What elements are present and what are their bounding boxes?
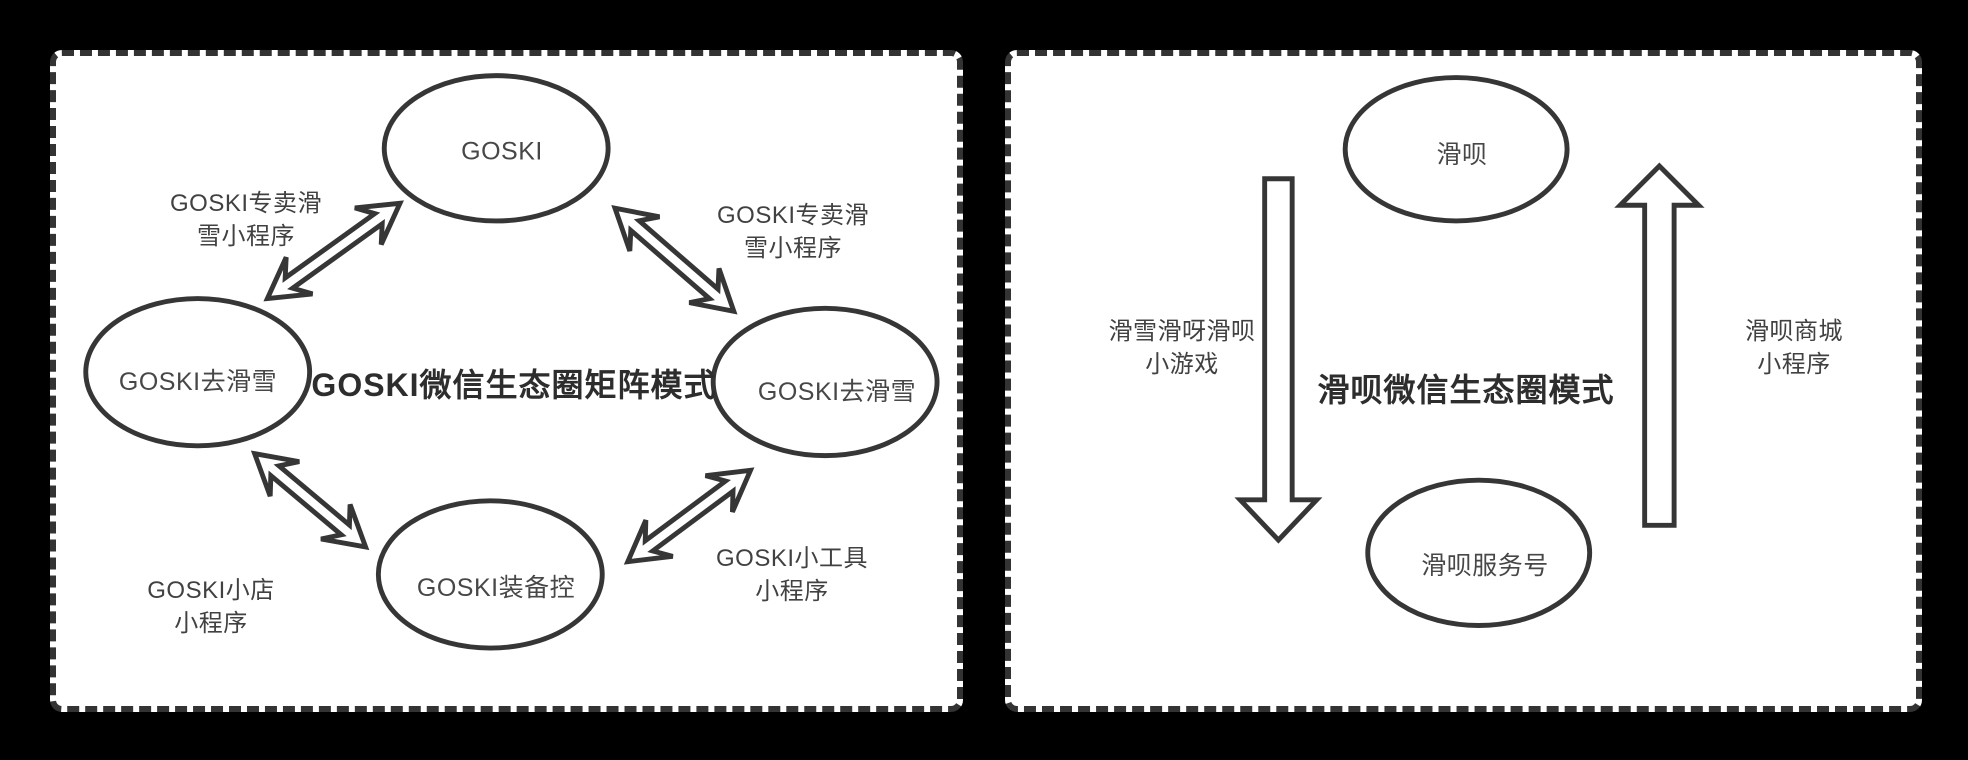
goski-diagram-shapes: [83, 73, 940, 651]
edge-label-line: 小游戏: [1145, 351, 1219, 378]
edge-label-line: 雪小程序: [197, 223, 295, 250]
node-ellipse-quxuehua-left: [83, 296, 313, 449]
diagram-panel-huabei: 滑呗 滑呗服务号 滑呗微信生态圈模式 滑雪滑呀滑呗 小游戏 滑呗商城 小程序: [1005, 50, 1922, 712]
edge-label-line: 小程序: [174, 610, 248, 637]
edge-label-zhuanmai-left: GOSKI专卖滑 雪小程序: [170, 187, 322, 253]
arrow-left-quxuehua-to-zhuangbeikong: [250, 450, 370, 551]
arrow-goski-to-right-quxuehua: [611, 204, 738, 315]
edge-label-xiaogongju: GOSKI小工具 小程序: [716, 542, 868, 608]
huabei-diagram-title: 滑呗微信生态圈模式: [1317, 372, 1615, 408]
edge-label-line: GOSKI专卖滑: [169, 190, 323, 217]
node-ellipse-huabei-fuwuhao: [1365, 477, 1593, 628]
edge-label-line: GOSKI小店: [147, 577, 275, 604]
node-label-huabei-fuwuhao: 滑呗服务号: [1421, 552, 1549, 580]
huabei-diagram-shapes: [1234, 75, 1705, 628]
node-ellipse-huabei: [1342, 75, 1570, 224]
edge-label-line: 滑呗商城: [1745, 318, 1843, 345]
node-label-quxuehua-right: GOSKI去滑雪: [757, 378, 917, 406]
arrow-up-fuwuhao-to-huabei: [1614, 162, 1705, 528]
node-label-zhuangbeikong: GOSKI装备控: [416, 574, 576, 602]
edge-label-line: 小程序: [1757, 351, 1831, 378]
arrow-zhuangbeikong-to-right-quxuehua: [623, 467, 755, 565]
edge-label-huaxue-xiaoyouxi: 滑雪滑呀滑呗 小游戏: [1109, 315, 1256, 381]
arrow-down-huabei-to-fuwuhao: [1234, 176, 1323, 544]
edge-label-shangcheng: 滑呗商城 小程序: [1745, 315, 1843, 381]
node-ellipse-goski: [381, 73, 611, 224]
node-ellipse-quxuehua-right: [710, 305, 940, 459]
edge-label-zhuanmai-right: GOSKI专卖滑 雪小程序: [717, 199, 869, 265]
node-label-huabei: 滑呗: [1436, 141, 1488, 169]
arrow-goski-to-left-quxuehua: [263, 200, 404, 302]
edge-label-line: 雪小程序: [744, 235, 842, 262]
node-label-goski: GOSKI: [461, 137, 543, 166]
edge-label-line: GOSKI小工具: [715, 545, 869, 572]
node-ellipse-zhuangbeikong: [375, 498, 605, 651]
edge-label-line: GOSKI专卖滑: [716, 202, 870, 229]
diagram-panel-goski: GOSKI GOSKI去滑雪 GOSKI去滑雪 GOSKI装备控 GOSKI微信…: [50, 50, 963, 712]
node-label-quxuehua-left: GOSKI去滑雪: [118, 368, 278, 396]
edge-label-line: 滑雪滑呀滑呗: [1108, 318, 1256, 345]
edge-label-line: 小程序: [755, 578, 829, 605]
goski-diagram-title: GOSKI微信生态圈矩阵模式: [311, 367, 717, 403]
edge-label-xiaodian: GOSKI小店 小程序: [147, 574, 275, 640]
